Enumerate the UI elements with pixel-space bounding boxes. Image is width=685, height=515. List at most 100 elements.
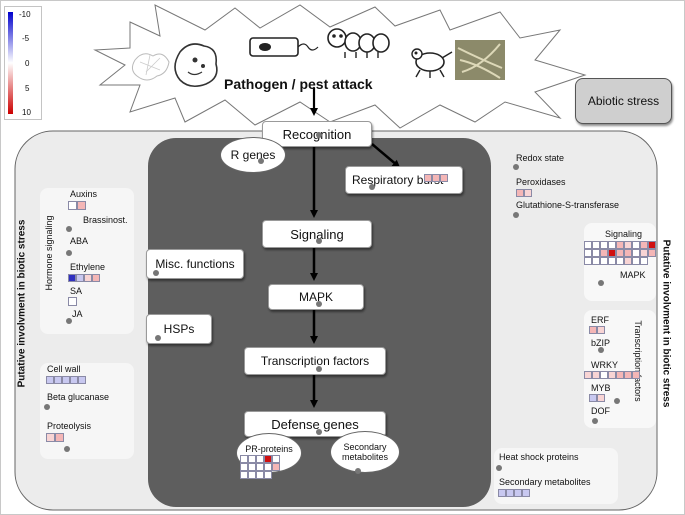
aphid-icon [411, 48, 453, 78]
caterpillar-icon [327, 28, 390, 58]
mapk-dot [316, 301, 322, 307]
pest-attack-starburst [93, 4, 587, 129]
tf-erf-label: ERF [591, 315, 609, 325]
tf-dof-dot [592, 418, 598, 424]
tf-dof-label: DOF [591, 406, 610, 416]
heatmap-cell [584, 371, 592, 379]
secondary-metabolites-oval[interactable]: Secondary metabolites [330, 431, 400, 473]
heatmap-cell [240, 455, 248, 463]
heatmap-cell [76, 274, 84, 282]
heatmap-cell [78, 376, 86, 384]
heatmap-cell [632, 241, 640, 249]
r-genes-oval[interactable]: R genes [220, 137, 286, 173]
hsps-box[interactable]: HSPs [146, 314, 212, 344]
right-signaling-cells [584, 241, 656, 265]
heatmap-cell [248, 471, 256, 479]
redox-state-label: Redox state [516, 153, 565, 163]
respiratory-burst-cells [424, 174, 448, 182]
r-genes-label: R genes [230, 148, 276, 162]
legend-tick: -10 [19, 10, 31, 19]
heatmap-cell [506, 489, 514, 497]
misc-functions-label: Misc. functions [155, 257, 235, 271]
legend-tick: 5 [25, 84, 30, 93]
gst-dot [513, 212, 519, 218]
tf-myb-cells [589, 394, 605, 402]
transcription-factors-box[interactable]: Transcription factors [244, 347, 386, 375]
heatmap-cell [600, 257, 608, 265]
secondary-metabolites-dot [355, 468, 361, 474]
heatmap-cell [640, 249, 648, 257]
heatmap-cell [256, 463, 264, 471]
sa-cells [68, 297, 77, 306]
heatmap-cell [264, 463, 272, 471]
heatmap-cell [84, 274, 92, 282]
heatmap-cell [608, 249, 616, 257]
secondary-metabolites-label: Secondary metabolites [341, 442, 389, 462]
tf-myb-dot [614, 398, 620, 404]
heatmap-cell [68, 201, 77, 210]
legend-tick: 0 [25, 59, 30, 68]
heatmap-cell [584, 241, 592, 249]
heat-shock-label: Heat shock proteins [499, 452, 579, 462]
heatmap-cell [92, 274, 100, 282]
legend-gradient-bar [8, 12, 13, 114]
color-legend: -10 -5 0 5 10 [4, 6, 42, 120]
heatmap-cell [498, 489, 506, 497]
heatmap-cell [514, 489, 522, 497]
hormone-signaling-panel [40, 188, 134, 334]
heatmap-cell [640, 257, 648, 265]
heatmap-cell [522, 489, 530, 497]
heatmap-cell [592, 257, 600, 265]
r-genes-dot [258, 158, 264, 164]
heatmap-cell [248, 455, 256, 463]
redox-state-dot [513, 164, 519, 170]
arrow-recognition-respiratory [371, 143, 401, 168]
abiotic-stress-label: Abiotic stress [587, 94, 660, 108]
right-secondary-metabolites-cells [498, 489, 530, 497]
bacterium-blob-icon [174, 43, 218, 88]
proteolysis-cells [46, 433, 64, 442]
heatmap-cell [648, 249, 656, 257]
heatmap-cell [624, 241, 632, 249]
left-vertical-label: Putative involvment in biotic stress [16, 219, 28, 388]
bacterium-rod-icon [249, 37, 319, 57]
heatmap-cell [256, 471, 264, 479]
heatmap-cell [272, 463, 280, 471]
ethylene-cells [68, 274, 100, 282]
core-pathway-panel [148, 138, 491, 507]
heatmap-cell [46, 433, 55, 442]
heatmap-cell [264, 455, 272, 463]
defense-genes-label: Defense genes [271, 416, 359, 432]
heatmap-cell [589, 326, 597, 334]
heatmap-cell [524, 189, 532, 197]
heatmap-cell [632, 257, 640, 265]
heatmap-cell [616, 249, 624, 257]
hsps-label: HSPs [163, 322, 195, 336]
heatmap-cell [62, 376, 70, 384]
misc-functions-box[interactable]: Misc. functions [146, 249, 244, 279]
respiratory-burst-label: Respiratory burst [352, 173, 444, 187]
misc-functions-dot [153, 270, 159, 276]
heatmap-cell [424, 174, 432, 182]
nematode-photo-icon [455, 40, 505, 80]
proteolysis-label: Proteolysis [47, 421, 92, 431]
tf-myb-label: MYB [591, 383, 611, 393]
heatmap-cell [240, 463, 248, 471]
auxins-dot [66, 226, 72, 232]
heatmap-cell [597, 394, 605, 402]
hormone-signaling-label: Hormone signaling [44, 215, 54, 291]
heatmap-cell [624, 257, 632, 265]
heatmap-cell [54, 376, 62, 384]
abiotic-stress-box[interactable]: Abiotic stress [575, 78, 672, 124]
heatmap-cell [632, 249, 640, 257]
heatmap-cell [584, 257, 592, 265]
heatmap-cell [616, 371, 624, 379]
recognition-dot [316, 132, 322, 138]
hormone-brassinost-label: Brassinost. [83, 215, 128, 225]
right-secondary-metabolites-label: Secondary metabolites [499, 477, 591, 487]
heatmap-cell [68, 297, 77, 306]
heatmap-cell [440, 174, 448, 182]
proteolysis-dot [64, 446, 70, 452]
hormone-aba-label: ABA [70, 236, 89, 246]
heatmap-cell [600, 241, 608, 249]
